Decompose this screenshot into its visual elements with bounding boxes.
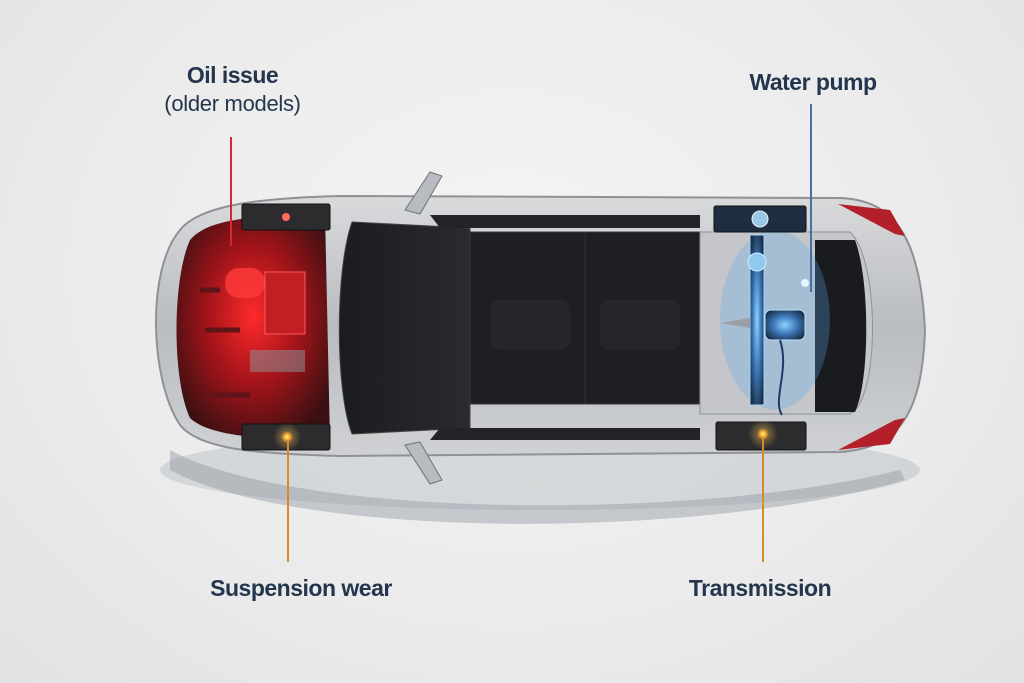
callout-title: Oil issue [186,62,279,88]
callout-title: Transmission [688,575,832,601]
callout-water-pump: Water pump [728,69,898,96]
callout-title: Water pump [749,69,877,95]
callout-suspension-wear: Suspension wear [186,575,416,602]
callout-oil-issue: Oil issue (older models) [130,62,335,117]
callout-subtitle: (older models) [164,91,301,116]
engine-bay-highlight [176,214,330,440]
callout-title: Suspension wear [210,575,392,601]
callout-transmission: Transmission [670,575,850,602]
